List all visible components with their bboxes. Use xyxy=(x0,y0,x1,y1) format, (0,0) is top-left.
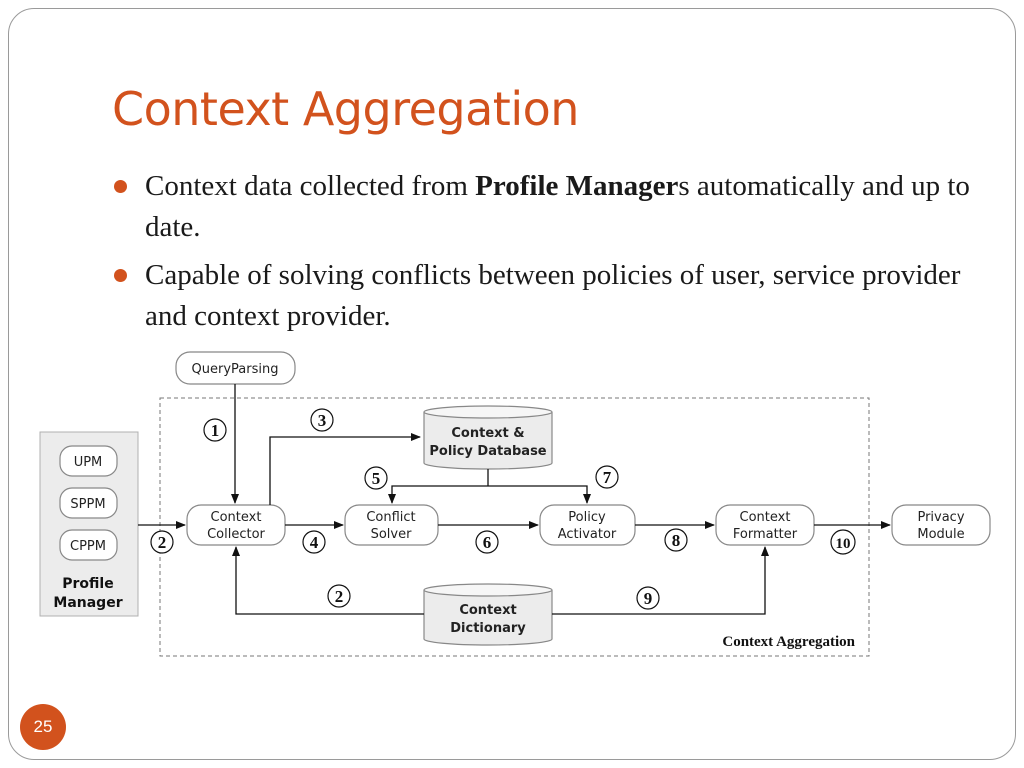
step-number: 1 xyxy=(211,421,220,440)
node-label: Activator xyxy=(558,527,617,542)
step-number: 2 xyxy=(335,587,344,606)
step-number: 8 xyxy=(672,531,681,550)
bullet-item: Capable of solving conflicts between pol… xyxy=(112,255,972,337)
node-label: Privacy xyxy=(917,510,964,525)
db-label: Context & xyxy=(451,426,524,441)
query-parsing-label: QueryParsing xyxy=(192,362,279,377)
step-number: 2 xyxy=(158,533,167,552)
sppm-node xyxy=(59,487,118,519)
sppm-label: SPPM xyxy=(70,497,105,512)
bullet-bold-text: Profile Manager xyxy=(475,170,679,202)
node-label: Collector xyxy=(207,527,265,542)
bullet-item: Context data collected from Profile Mana… xyxy=(112,166,972,248)
step-number-circles: 1 2 3 4 5 6 7 8 9 10 2 xyxy=(150,408,856,610)
step-number: 5 xyxy=(372,469,381,488)
bullet-text: Capable of solving conflicts between pol… xyxy=(145,259,961,332)
db-label: Policy Database xyxy=(429,444,546,459)
step-number: 7 xyxy=(603,468,612,487)
slide-title: Context Aggregation xyxy=(112,82,579,136)
context-policy-database xyxy=(423,405,553,470)
node-label: Conflict xyxy=(366,510,415,525)
step-number: 4 xyxy=(310,533,319,552)
node-label: Context xyxy=(740,510,791,525)
node-label: Formatter xyxy=(733,527,798,542)
page-number-badge: 25 xyxy=(20,704,66,750)
cppm-node xyxy=(59,529,118,561)
bullet-list: Context data collected from Profile Mana… xyxy=(112,166,972,344)
step-number: 3 xyxy=(318,411,327,430)
profile-manager-label: Profile xyxy=(62,576,113,592)
context-dictionary-database xyxy=(423,583,553,646)
upm-label: UPM xyxy=(74,455,103,470)
step-number: 10 xyxy=(836,536,851,552)
upm-node xyxy=(59,445,118,477)
privacy-module-node xyxy=(891,504,991,546)
cppm-label: CPPM xyxy=(70,539,106,554)
bullet-text: s automatically and up to date. xyxy=(145,170,970,243)
group-label: Context Aggregation xyxy=(722,634,855,650)
node-label: Module xyxy=(917,527,964,542)
node-label: Policy xyxy=(568,510,606,525)
bullet-dot-icon xyxy=(114,180,127,193)
db-label: Context xyxy=(459,603,516,618)
node-label: Solver xyxy=(371,527,413,542)
node-label: Context xyxy=(211,510,262,525)
step-number: 9 xyxy=(644,589,653,608)
profile-manager-label: Manager xyxy=(53,595,122,611)
db-label: Dictionary xyxy=(450,621,526,636)
step-number: 6 xyxy=(483,533,492,552)
flow-arrows xyxy=(138,384,891,615)
bullet-dot-icon xyxy=(114,269,127,282)
bullet-text: Context data collected from xyxy=(145,170,476,202)
